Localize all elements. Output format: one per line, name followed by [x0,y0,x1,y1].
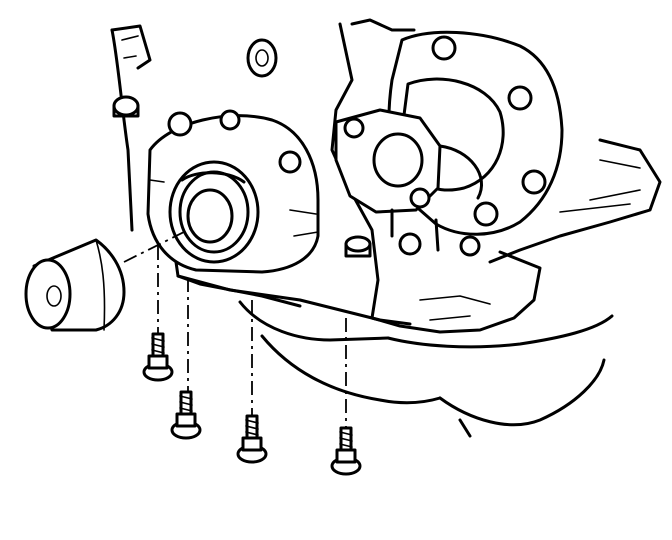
bolt [142,332,174,382]
bolt [330,426,362,476]
filter-centerline [123,225,197,263]
bolt-centerlines [157,246,347,430]
oil-filter [24,238,126,332]
dowel-pin-center [344,235,372,258]
oil-pan [238,300,614,438]
dowel-pin-left [112,95,140,118]
bolt [236,414,268,464]
oil-filter-adapter [146,109,320,274]
camshaft-bearing-housing [334,30,564,257]
adapter-gasket [174,260,412,326]
plug-upper [246,38,278,78]
bolt [170,390,202,440]
